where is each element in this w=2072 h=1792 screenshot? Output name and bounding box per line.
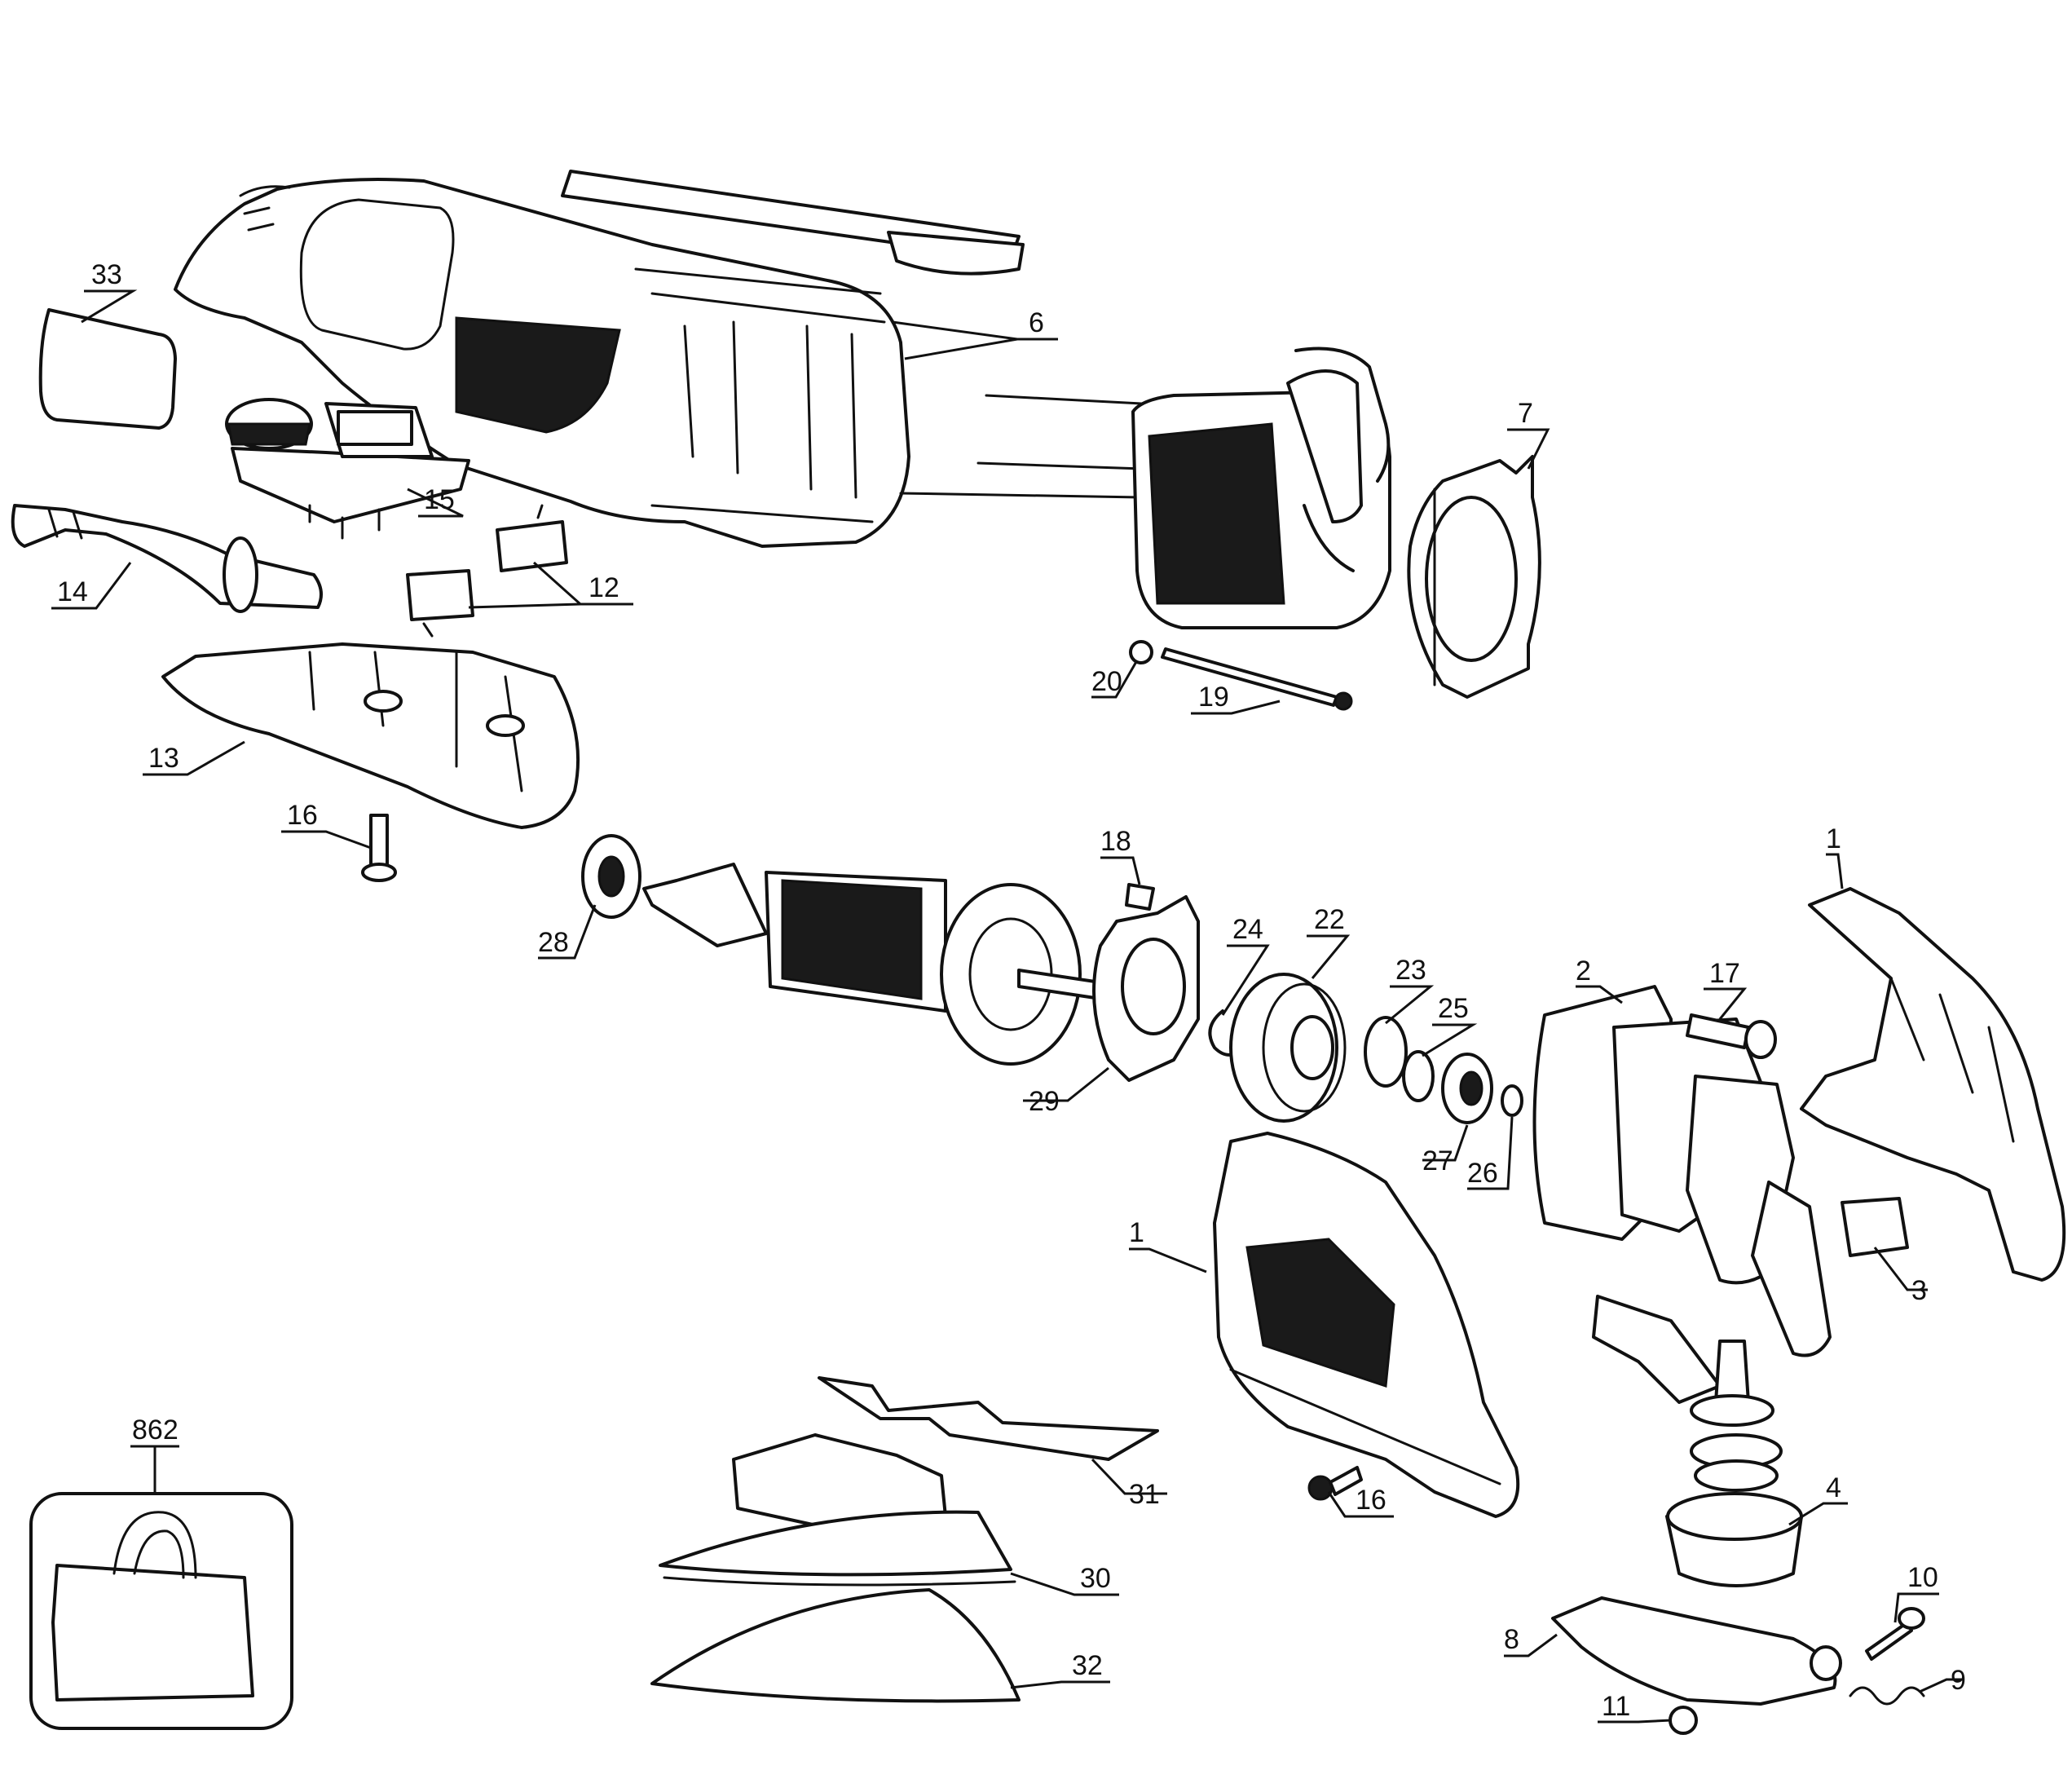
stator-assembly xyxy=(899,346,1391,629)
label-16a: 16 xyxy=(287,800,318,831)
part-2-gear-case xyxy=(1532,985,1832,1404)
part-22-pulley xyxy=(1229,973,1347,1123)
part-862-carry-bag xyxy=(29,1492,293,1730)
part-29-plate xyxy=(1092,895,1200,1082)
label-16b: 16 xyxy=(1356,1485,1386,1516)
label-13: 13 xyxy=(148,743,179,774)
label-12: 12 xyxy=(589,572,619,603)
part-6-motor-housing xyxy=(174,170,1025,548)
label-32: 32 xyxy=(1072,1650,1103,1681)
label-8: 8 xyxy=(1504,1624,1519,1655)
part-27-bearing xyxy=(1441,1053,1493,1124)
label-22: 22 xyxy=(1314,904,1345,935)
label-6: 6 xyxy=(1029,307,1044,338)
part-33-label-plate xyxy=(38,308,177,430)
part-14-cord-protector xyxy=(11,504,323,613)
label-18: 18 xyxy=(1100,826,1131,857)
label-underlines xyxy=(51,289,1939,1724)
label-17: 17 xyxy=(1709,958,1740,989)
part-8-clamp xyxy=(1551,1596,1842,1706)
part-19-long-screw xyxy=(1161,647,1353,711)
part-15-switch-module xyxy=(225,398,470,540)
label-20: 20 xyxy=(1091,666,1122,697)
label-10: 10 xyxy=(1907,1562,1938,1593)
part-16-screw-upper xyxy=(361,814,397,882)
label-2: 2 xyxy=(1576,956,1591,986)
label-7: 7 xyxy=(1518,398,1533,429)
label-19: 19 xyxy=(1198,682,1229,713)
label-15: 15 xyxy=(424,484,455,515)
part-10-screw xyxy=(1865,1607,1925,1661)
label-23: 23 xyxy=(1395,955,1426,986)
part-1-housing-half-left xyxy=(1213,1132,1520,1518)
label-33: 33 xyxy=(91,259,122,290)
part-16-screw-lower xyxy=(1307,1466,1363,1501)
part-28-bearing xyxy=(581,834,641,919)
part-20-washer xyxy=(1129,640,1153,664)
part-3-small-bracket xyxy=(1841,1197,1909,1257)
label-11: 11 xyxy=(1602,1691,1630,1722)
part-labels: 33 6 7 15 14 12 13 16 20 19 18 1 28 24 2… xyxy=(57,259,1966,1722)
part-26-retaining-ring xyxy=(1501,1084,1523,1117)
part-30-sanding-pad xyxy=(659,1433,1016,1587)
part-12-capacitors xyxy=(406,504,568,638)
label-9: 9 xyxy=(1951,1665,1966,1696)
part-4-spindle xyxy=(1665,1340,1803,1587)
label-28: 28 xyxy=(538,927,569,958)
label-1a: 1 xyxy=(1826,823,1841,854)
label-30: 30 xyxy=(1080,1563,1111,1594)
part-7-brush-ring xyxy=(1407,455,1541,699)
armature xyxy=(642,863,1102,1066)
part-32-sanding-sheet xyxy=(650,1588,1021,1703)
part-23-washer xyxy=(1364,1016,1408,1088)
label-4: 4 xyxy=(1826,1472,1841,1503)
label-3: 3 xyxy=(1911,1275,1927,1306)
label-24: 24 xyxy=(1232,914,1263,945)
part-1-housing-half-right xyxy=(1800,887,2066,1282)
part-31-blade xyxy=(818,1376,1159,1461)
part-25-washer xyxy=(1402,1050,1435,1102)
label-1b: 1 xyxy=(1129,1217,1144,1248)
label-26: 26 xyxy=(1467,1158,1498,1189)
label-25: 25 xyxy=(1438,993,1469,1024)
label-862: 862 xyxy=(132,1415,179,1446)
part-9-spring xyxy=(1849,1686,1925,1706)
part-13-handle-housing xyxy=(161,642,580,829)
part-11-nut xyxy=(1669,1706,1698,1735)
part-17-pin xyxy=(1686,1013,1777,1059)
part-18-screw xyxy=(1125,883,1155,911)
label-14: 14 xyxy=(57,576,88,607)
